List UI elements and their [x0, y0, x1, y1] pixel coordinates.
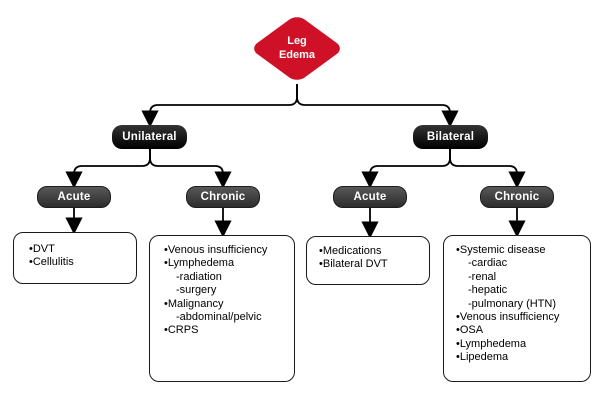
- leaf-box-unilateral-chronic: •Venous insufficiency•Lymphedema-radiati…: [149, 235, 295, 382]
- node-bilateral-label: Bilateral: [426, 131, 475, 143]
- node-unilateral: Unilateral: [112, 125, 187, 149]
- node-bilateral: Bilateral: [413, 125, 488, 149]
- node-bilateral-chronic-label: Chronic: [494, 191, 540, 203]
- list-item: -surgery: [176, 284, 217, 297]
- list-item: -abdominal/pelvic: [176, 311, 262, 324]
- node-unilateral-label: Unilateral: [122, 131, 177, 143]
- list-item: -renal: [468, 270, 497, 283]
- list-item: •Lymphedema: [164, 257, 235, 270]
- list-item: •CRPS: [164, 324, 199, 337]
- leaf-box-unilateral-acute: •DVT•Cellulitis: [13, 232, 137, 284]
- list-item: -radiation: [176, 270, 222, 283]
- list-item: •Bilateral DVT: [319, 258, 388, 271]
- root-node-label-line2: Edema: [278, 49, 316, 61]
- node-unilateral-acute-label: Acute: [57, 191, 91, 203]
- node-bilateral-chronic: Chronic: [480, 186, 554, 208]
- list-item: •Venous insufficiency: [164, 244, 268, 256]
- node-bilateral-acute: Acute: [333, 186, 407, 208]
- list-item: •Venous insufficiency: [456, 311, 560, 324]
- leaf-box-bilateral-acute: •Medications•Bilateral DVT: [306, 236, 430, 285]
- connector-root-to-bilateral: [296, 84, 459, 128]
- root-node-label-line1: Leg: [287, 35, 307, 47]
- list-item: •DVT: [29, 243, 55, 255]
- list-item: •OSA: [456, 324, 484, 337]
- list-item: •Medications: [319, 245, 382, 257]
- list-item: •Malignancy: [164, 297, 224, 310]
- connector-bilateral-to-acute: [361, 149, 451, 189]
- list-item: •Lipedema: [456, 351, 509, 364]
- connector-unilateral-to-acute: [65, 149, 151, 189]
- node-unilateral-chronic: Chronic: [186, 186, 260, 208]
- connector-unilateral-to-chronic: [149, 149, 232, 189]
- list-item: -pulmonary (HTN): [468, 297, 557, 310]
- list-item: -hepatic: [468, 284, 508, 297]
- node-unilateral-acute: Acute: [37, 186, 111, 208]
- connector-root-to-unilateral: [141, 84, 298, 128]
- list-item: •Cellulitis: [29, 256, 74, 269]
- root-decision-diamond: [254, 17, 340, 80]
- list-item: •Systemic disease: [456, 244, 546, 256]
- list-item: -cardiac: [468, 257, 508, 270]
- connector-bilateral-to-chronic: [449, 149, 526, 189]
- list-item: •Lymphedema: [456, 337, 527, 350]
- node-bilateral-acute-label: Acute: [353, 191, 387, 203]
- leaf-box-bilateral-chronic: •Systemic disease-cardiac-renal-hepatic-…: [443, 235, 591, 382]
- node-unilateral-chronic-label: Chronic: [200, 191, 246, 203]
- root-node-label: Leg Edema: [257, 34, 337, 62]
